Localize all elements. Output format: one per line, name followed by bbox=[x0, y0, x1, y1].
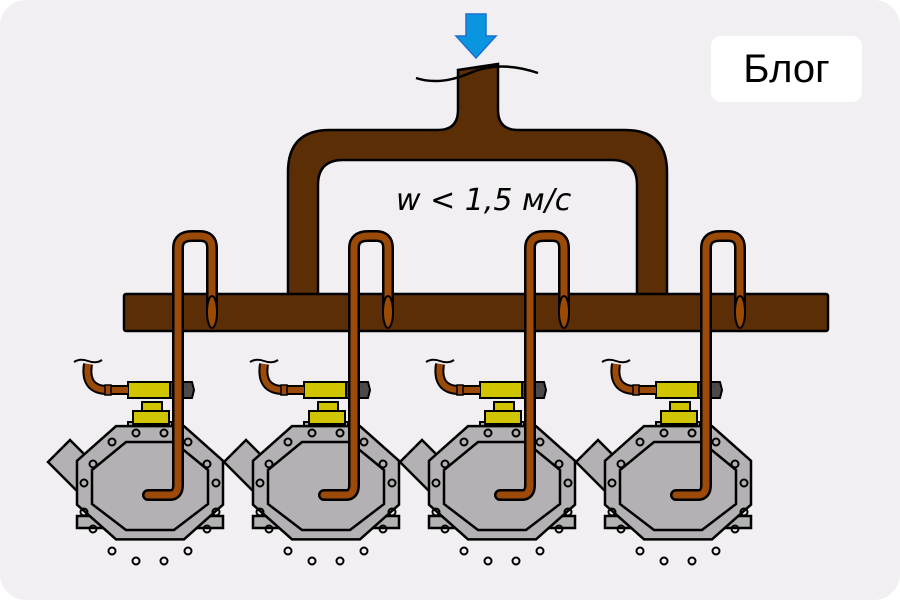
blog-badge-label: Блог bbox=[743, 46, 830, 91]
compressor-3 bbox=[400, 360, 575, 565]
compressor-2 bbox=[224, 360, 399, 565]
arrow-down-icon bbox=[454, 13, 498, 60]
inlet-pipe bbox=[286, 62, 669, 297]
blog-badge[interactable]: Блог bbox=[711, 36, 862, 102]
suction-header-pipe bbox=[122, 292, 830, 333]
oil-lines bbox=[142, 230, 745, 501]
pipe-break-line bbox=[415, 65, 539, 83]
velocity-label: w < 1,5 м/с bbox=[396, 183, 572, 218]
compressor-1 bbox=[48, 360, 223, 565]
compressor-4 bbox=[576, 360, 751, 565]
